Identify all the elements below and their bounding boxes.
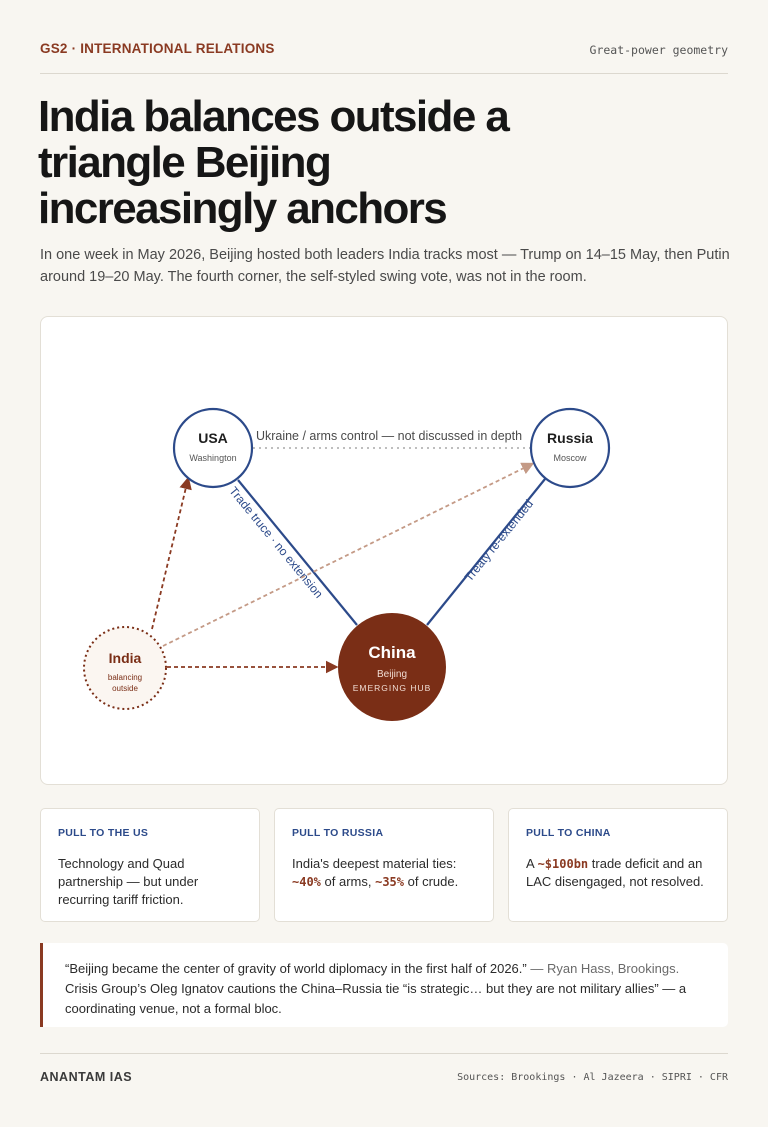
- pull-china-text-1: A: [526, 856, 538, 871]
- pull-body-us: Technology and Quad partnership — but un…: [58, 856, 199, 907]
- node-russia-sub: Moscow: [553, 453, 587, 463]
- edge-usa-china: [237, 479, 358, 626]
- section-kicker: GS2 · INTERNATIONAL RELATIONS: [40, 41, 275, 56]
- node-usa-name: USA: [198, 430, 228, 446]
- edge-usa-china-label: Trade truce · no extension: [226, 484, 325, 601]
- pull-title-china: PULL TO CHINA: [526, 827, 611, 839]
- node-india: India balancing outside: [83, 626, 167, 710]
- pull-china-deficit: ~$100bn: [537, 857, 589, 871]
- node-china-sub: Beijing: [377, 669, 407, 680]
- arrow-india-usa: [151, 476, 192, 630]
- pull-body-china: A ~$100bn trade deficit and an LAC disen…: [526, 855, 710, 891]
- pull-title-russia: PULL TO RUSSIA: [292, 827, 384, 839]
- quote-block: “Beijing became the center of gravity of…: [40, 943, 728, 1027]
- pull-russia-crude-share: ~35%: [375, 875, 404, 889]
- node-india-sub-2: outside: [112, 684, 138, 693]
- node-china: China Beijing EMERGING HUB: [338, 613, 446, 721]
- footer-brand: ANANTAM IAS: [40, 1070, 133, 1084]
- node-usa: USA Washington: [172, 407, 254, 489]
- quote-attribution: — Ryan Hass, Brookings.: [526, 961, 680, 976]
- dek: In one week in May 2026, Beijing hosted …: [40, 247, 730, 285]
- footer-sources: Sources: Brookings · Al Jazeera · SIPRI …: [457, 1072, 728, 1083]
- node-china-tag: EMERGING HUB: [353, 683, 432, 693]
- pull-card-us: PULL TO THE US Technology and Quad partn…: [40, 808, 260, 922]
- pull-card-russia: PULL TO RUSSIA India's deepest material …: [274, 808, 494, 922]
- node-russia: Russia Moscow: [529, 407, 611, 489]
- top-bar: GS2 · INTERNATIONAL RELATIONS Great-powe…: [40, 38, 728, 74]
- pull-title-us: PULL TO THE US: [58, 827, 149, 839]
- node-china-name: China: [368, 643, 416, 662]
- edge-usa-russia-label: Ukraine / arms control — not discussed i…: [256, 429, 522, 443]
- edge-russia-china: [426, 478, 546, 626]
- triangle-diagram: Ukraine / arms control — not discussed i…: [83, 407, 611, 721]
- node-india-name: India: [109, 650, 142, 666]
- pull-russia-text-2: of arms,: [320, 874, 376, 889]
- triangle-diagram-card: Ukraine / arms control — not discussed i…: [40, 316, 728, 785]
- edge-russia-china-label: Treaty re-extended: [462, 497, 536, 584]
- arrow-india-russia: [162, 462, 535, 647]
- pull-china-text-2: trade deficit and an LAC disengaged, not…: [526, 856, 704, 889]
- node-india-sub-1: balancing: [108, 673, 142, 682]
- footer: ANANTAM IAS Sources: Brookings · Al Jaze…: [40, 1053, 728, 1093]
- pull-card-china: PULL TO CHINA A ~$100bn trade deficit an…: [508, 808, 728, 922]
- node-usa-sub: Washington: [189, 453, 236, 463]
- pull-russia-arms-share: ~40%: [292, 875, 321, 889]
- tagline: Great-power geometry: [589, 43, 728, 57]
- pull-russia-text-3: of crude.: [404, 874, 459, 889]
- headline: India balances outside a triangle Beijin…: [38, 92, 510, 233]
- node-russia-name: Russia: [547, 430, 593, 446]
- quote-text-1: “Beijing became the center of gravity of…: [65, 961, 527, 976]
- pull-body-russia: India's deepest material ties: ~40% of a…: [292, 855, 476, 891]
- quote-text-2: Crisis Group’s Oleg Ignatov cautions the…: [65, 981, 687, 1016]
- pull-russia-text-1: India's deepest material ties:: [292, 856, 457, 871]
